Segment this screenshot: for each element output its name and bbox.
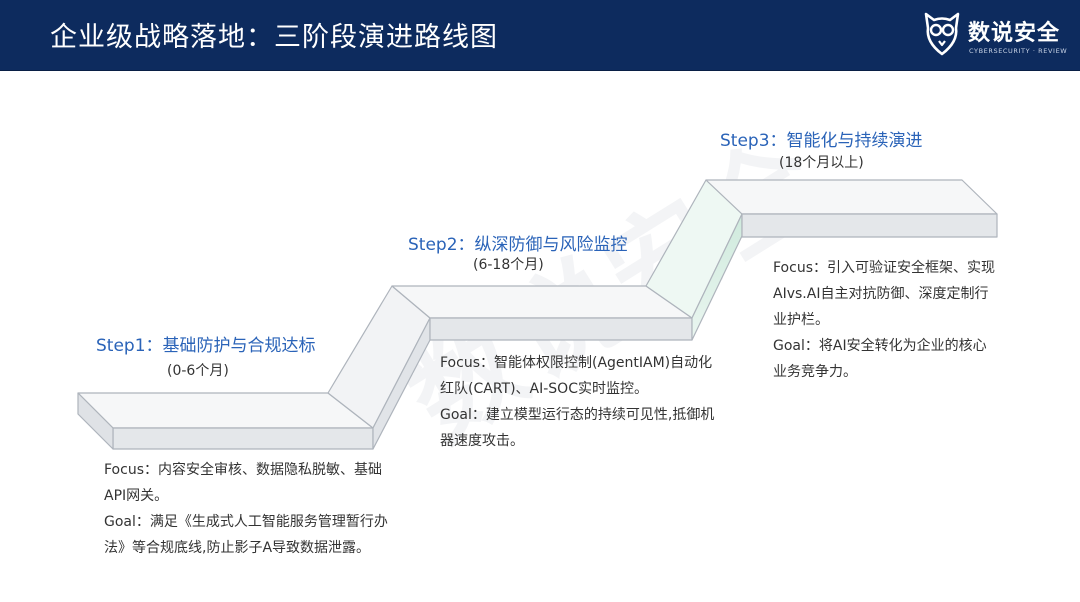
step3-description: Focus：引入可验证安全框架、实现AIvs.AI自主对抗防御、深度定制行业护栏… — [773, 255, 998, 385]
step1-title: Step1：基础防护与合规达标 — [96, 336, 316, 356]
step1-platform-top — [77, 392, 374, 429]
step3-title: Step3：智能化与持续演进 — [720, 131, 923, 151]
step1-description: Focus：内容安全审核、数据隐私脱敏、基础API网关。 Goal：满足《生成式… — [104, 457, 394, 561]
step2-goal: Goal：建立模型运行态的持续可见性,抵御机器速度攻击。 — [440, 407, 715, 449]
step1-platform-side — [77, 392, 114, 450]
header-bar: 企业级战略落地：三阶段演进路线图 数说安全 CYBERSECURITY · RE… — [0, 0, 1080, 71]
step2-range: (6-18个月) — [473, 257, 544, 273]
page-title: 企业级战略落地：三阶段演进路线图 — [50, 22, 498, 53]
step1-range: (0-6个月) — [167, 363, 229, 379]
logo-text: 数说安全 — [968, 21, 1061, 46]
step3-focus: Focus：引入可验证安全框架、实现AIvs.AI自主对抗防御、深度定制行业护栏… — [773, 260, 995, 328]
step2-title: Step2：纵深防御与风险监控 — [408, 235, 628, 255]
step3-range: (18个月以上) — [779, 155, 864, 171]
step3-platform-front — [741, 213, 998, 238]
step1-focus: Focus：内容安全审核、数据隐私脱敏、基础API网关。 — [104, 462, 382, 504]
step3-goal: Goal：将AI安全转化为企业的核心业务竞争力。 — [773, 338, 987, 380]
logo-subtext: CYBERSECURITY · REVIEW — [969, 47, 1068, 55]
step2-focus: Focus：智能体权限控制(AgentIAM)自动化红队(CART)、AI-SO… — [440, 355, 713, 397]
owl-logo-icon — [924, 12, 960, 56]
step2-description: Focus：智能体权限控制(AgentIAM)自动化红队(CART)、AI-SO… — [440, 350, 715, 454]
step2-platform-top — [391, 285, 693, 319]
brand-logo: 数说安全 CYBERSECURITY · REVIEW — [922, 8, 1072, 64]
step1-platform-front — [112, 427, 374, 450]
step3-platform-top — [705, 179, 998, 215]
step2-platform-front — [429, 317, 693, 341]
step1-goal: Goal：满足《生成式人工智能服务管理暂行办法》等合规底线,防止影子A导致数据泄… — [104, 514, 388, 556]
